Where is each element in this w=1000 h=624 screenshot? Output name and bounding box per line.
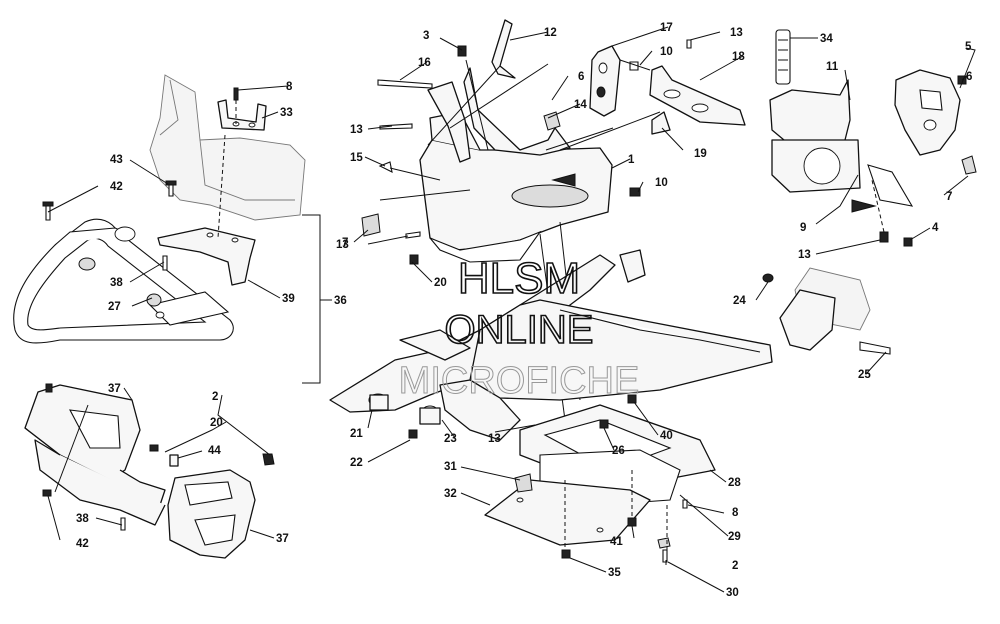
fasteners-center xyxy=(361,39,692,265)
fasteners-lower xyxy=(561,394,688,563)
part-31 xyxy=(514,473,533,493)
callout-8: 8 xyxy=(286,81,293,93)
callout-29: 29 xyxy=(728,531,741,543)
callout-39: 39 xyxy=(282,293,295,305)
watermark: HLSM ONLINE MICROFICHE xyxy=(398,253,640,402)
callout-13: 13 xyxy=(336,239,349,251)
watermark-line-2: ONLINE xyxy=(445,308,594,352)
callout-5: 5 xyxy=(965,41,972,53)
part-19 xyxy=(651,111,671,135)
callout-44: 44 xyxy=(208,445,221,457)
callout-14: 14 xyxy=(574,99,587,111)
part-17 xyxy=(589,45,621,117)
bracket-33 xyxy=(217,99,267,131)
callout-13: 13 xyxy=(730,27,743,39)
callout-12: 12 xyxy=(544,27,557,39)
bracket-5 xyxy=(894,69,977,175)
callout-27: 27 xyxy=(108,301,121,313)
part-12 xyxy=(491,19,516,79)
skid-plate-37-lower xyxy=(45,383,275,559)
callout-30: 30 xyxy=(726,587,739,599)
callout-25: 25 xyxy=(858,369,871,381)
callout-10: 10 xyxy=(660,46,673,58)
callout-8: 8 xyxy=(732,507,739,519)
bracket-9-right xyxy=(867,164,914,207)
callout-19: 19 xyxy=(694,148,707,160)
callout-17: 17 xyxy=(660,22,673,34)
callout-11: 11 xyxy=(826,61,839,73)
callout-42: 42 xyxy=(110,181,123,193)
callout-34: 34 xyxy=(820,33,833,45)
callout-38: 38 xyxy=(76,513,89,525)
callout-13: 13 xyxy=(488,433,501,445)
arrow-right xyxy=(851,199,877,213)
callout-37: 37 xyxy=(108,383,121,395)
filter-34 xyxy=(775,29,791,85)
plate-32 xyxy=(484,479,651,546)
callout-32: 32 xyxy=(444,488,457,500)
front-bumper xyxy=(13,218,234,344)
callout-2: 2 xyxy=(732,560,738,572)
plug-27-body xyxy=(78,257,96,271)
airbox-11 xyxy=(769,79,861,193)
callout-20: 20 xyxy=(210,417,223,429)
callout-2: 2 xyxy=(212,391,218,403)
bracket-39 xyxy=(157,227,256,286)
callout-20: 20 xyxy=(434,277,447,289)
watermark-line-1: HLSM xyxy=(458,254,580,303)
lower-frame xyxy=(329,249,773,441)
callout-13: 13 xyxy=(798,249,811,261)
callout-10: 10 xyxy=(655,177,668,189)
callout-6: 6 xyxy=(966,71,972,83)
bracket-36-line xyxy=(302,214,321,384)
callout-3: 3 xyxy=(423,30,429,42)
callout-13: 13 xyxy=(350,124,363,136)
callout-43: 43 xyxy=(110,154,123,166)
callout-28: 28 xyxy=(728,477,741,489)
callout-33: 33 xyxy=(280,107,293,119)
callout-40: 40 xyxy=(660,430,673,442)
callout-18: 18 xyxy=(732,51,745,63)
callout-15: 15 xyxy=(350,152,363,164)
callout-23: 23 xyxy=(444,433,457,445)
callout-26: 26 xyxy=(612,445,625,457)
bracket-24 xyxy=(762,267,891,355)
callout-36: 36 xyxy=(334,295,347,307)
skid-plate-37-upper xyxy=(24,384,166,526)
callout-4: 4 xyxy=(932,222,939,234)
callout-16: 16 xyxy=(418,57,431,69)
callout-38: 38 xyxy=(110,277,123,289)
ghost-housing xyxy=(149,74,306,221)
watermark-line-3: MICROFICHE xyxy=(399,360,640,402)
callout-1: 1 xyxy=(628,154,635,166)
bracket-18 xyxy=(649,65,746,126)
callout-35: 35 xyxy=(608,567,621,579)
callout-24: 24 xyxy=(733,295,746,307)
callout-41: 41 xyxy=(610,536,623,548)
callout-42: 42 xyxy=(76,538,89,550)
callout-6: 6 xyxy=(578,71,584,83)
callout-21: 21 xyxy=(350,428,363,440)
callout-37: 37 xyxy=(276,533,289,545)
callout-31: 31 xyxy=(444,461,457,473)
callout-22: 22 xyxy=(350,457,363,469)
callout-7: 7 xyxy=(342,237,348,249)
callout-9: 9 xyxy=(800,222,806,234)
callouts: 1 2 2 3 4 5 6 6 7 7 8 8 9 10 10 11 12 13… xyxy=(47,22,976,599)
callout-7: 7 xyxy=(946,191,952,203)
frame-1 xyxy=(419,67,613,263)
fasteners-left xyxy=(42,87,239,531)
